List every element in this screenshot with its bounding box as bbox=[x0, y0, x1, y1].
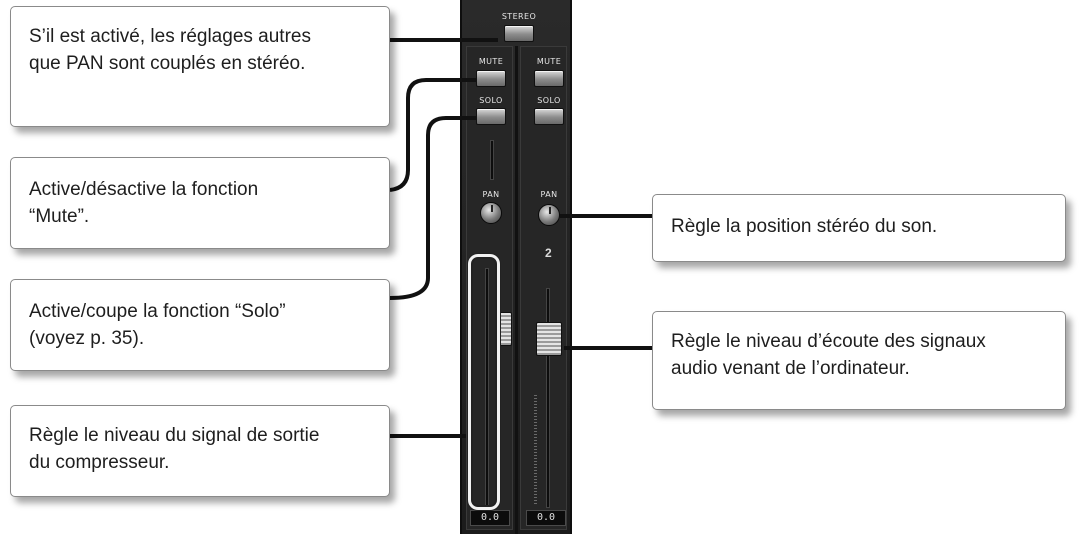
ch2-mute-label: MUTE bbox=[536, 57, 562, 66]
callout-monitor-fader: Règle le niveau d’écoute des signaux aud… bbox=[652, 311, 1066, 410]
ch1-solo-button[interactable] bbox=[476, 108, 506, 125]
callout-solo: Active/coupe la fonction “Solo” (voyez p… bbox=[10, 279, 390, 371]
ch2-fader-track[interactable] bbox=[546, 288, 550, 508]
ch1-mute-label: MUTE bbox=[478, 57, 504, 66]
ch1-pan-knob[interactable] bbox=[480, 202, 502, 224]
ch1-level-meter bbox=[495, 365, 498, 505]
callout-mute: Active/désactive la fonction “Mute”. bbox=[10, 157, 390, 249]
ch2-mute-button[interactable] bbox=[534, 70, 564, 87]
ch1-mute-button[interactable] bbox=[476, 70, 506, 87]
callout-stereo-link: S’il est activé, les réglages autres que… bbox=[10, 6, 390, 127]
strip-divider bbox=[515, 46, 518, 534]
ch2-fader-cap[interactable] bbox=[536, 322, 562, 356]
ch1-solo-label: SOLO bbox=[479, 96, 503, 105]
channel-strip-2 bbox=[520, 46, 567, 530]
stereo-label: STEREO bbox=[501, 12, 537, 21]
ch2-pan-knob[interactable] bbox=[538, 204, 560, 226]
ch1-pan-label: PAN bbox=[482, 190, 500, 199]
ch2-pan-label: PAN bbox=[540, 190, 558, 199]
ch1-upper-track bbox=[490, 140, 494, 180]
callout-pan: Règle la position stéréo du son. bbox=[652, 194, 1066, 262]
ch2-level-meter bbox=[534, 395, 537, 505]
ch2-value-display: 0.0 bbox=[526, 510, 566, 526]
mixer-panel: STEREO MUTE SOLO PAN 0.0 MUTE SOLO PAN 2… bbox=[460, 0, 572, 534]
stereo-link-button[interactable] bbox=[504, 25, 534, 42]
callout-output-level: Règle le niveau du signal de sortie du c… bbox=[10, 405, 390, 497]
ch2-solo-label: SOLO bbox=[537, 96, 561, 105]
ch1-fader-cap[interactable] bbox=[498, 312, 512, 346]
ch2-number: 2 bbox=[545, 246, 552, 260]
ch1-value-display: 0.0 bbox=[470, 510, 510, 526]
ch2-solo-button[interactable] bbox=[534, 108, 564, 125]
level-highlight-ring bbox=[468, 254, 500, 510]
